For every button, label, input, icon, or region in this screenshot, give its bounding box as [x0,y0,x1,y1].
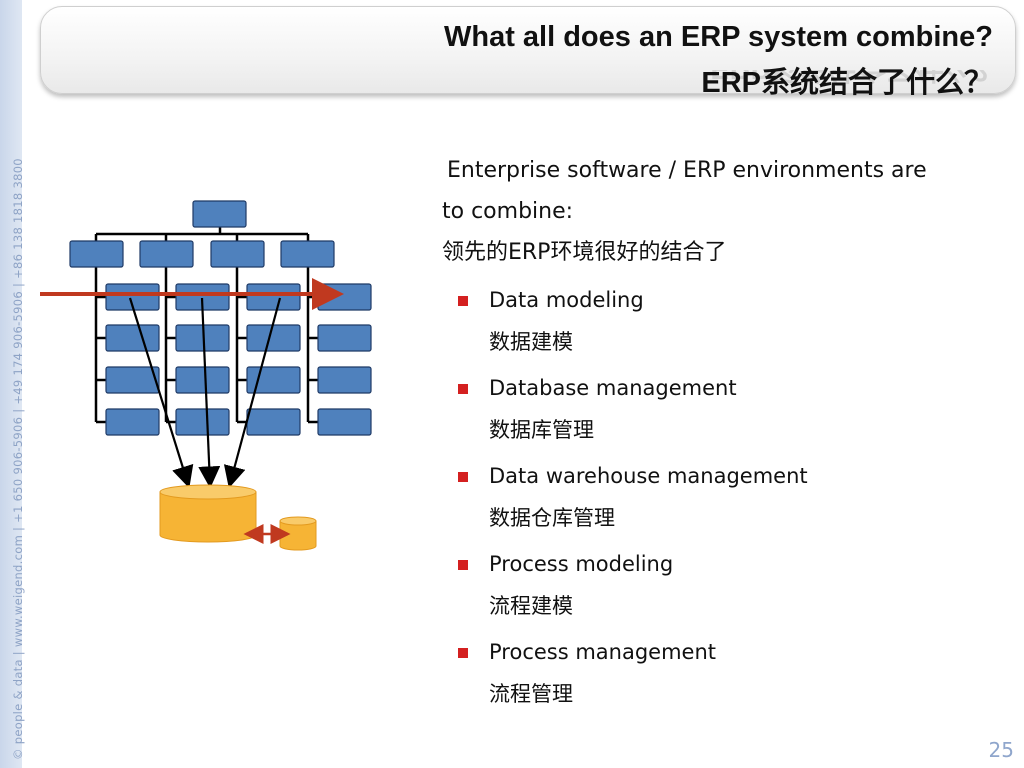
bullet-label: Process management [489,640,717,664]
sub-box [105,366,160,394]
red-square-bullet-icon [458,560,468,570]
data-flow-arrows [128,297,282,489]
sub-box [105,324,160,352]
bullet-label-chinese: 数据仓库管理 [489,506,615,530]
intro-line-1: Enterprise software / ERP environments a… [447,158,927,183]
sub-box [317,366,372,394]
page-title-chinese: ERP系统结合了什么？ [701,67,993,99]
root-box [192,200,247,228]
side-strip: © people & data | www.weigend.com | +1 6… [0,0,25,768]
list-item: Data warehouse management 数据仓库管理 [458,464,998,552]
level1-box [139,240,194,268]
sub-box [317,283,372,311]
database-icon [159,484,257,543]
level1-box [280,240,335,268]
red-square-bullet-icon [458,648,468,658]
bullet-label-chinese: 流程管理 [489,682,573,706]
bullet-label-chinese: 数据建模 [489,330,573,354]
bullet-label: Process modeling [489,552,674,576]
bullet-label: Data warehouse management [489,464,808,488]
title-banner: What all does an ERP system combine? ERP… [40,6,1016,99]
sub-box [175,408,230,436]
level1-box [69,240,124,268]
page-title: What all does an ERP system combine? [443,21,993,53]
sub-box [175,366,230,394]
sub-box [105,283,160,311]
contact-strip-text: © people & data | www.weigend.com | +1 6… [11,158,25,760]
red-square-bullet-icon [458,384,468,394]
sub-box [246,408,301,436]
bullet-label-chinese: 流程建模 [489,594,573,618]
bullet-label-chinese: 数据库管理 [489,418,594,442]
list-item: Data modeling 数据建模 [458,288,998,376]
tree-boxes [69,200,372,436]
erp-diagram [40,200,372,551]
intro-text: Enterprise software / ERP environments a… [442,150,1012,273]
red-square-bullet-icon [458,296,468,306]
sub-box [246,324,301,352]
list-item: Process modeling 流程建模 [458,552,998,640]
sub-box [246,283,301,311]
bullet-list: Data modeling 数据建模 Database management 数… [458,288,998,728]
sub-box [105,408,160,436]
sub-box [317,324,372,352]
list-item: Process management 流程管理 [458,640,998,728]
page-number: 25 [988,738,1014,762]
bullet-label: Data modeling [489,288,644,312]
title-reflection: ERP系统结合了什么？ [710,70,1002,92]
intro-line-2: to combine: [442,199,574,224]
list-item: Database management 数据库管理 [458,376,998,464]
sub-box [317,408,372,436]
level1-box [210,240,265,268]
bullet-label: Database management [489,376,737,400]
intro-line-3-chinese: 领先的ERP环境很好的结合了 [442,240,727,265]
red-square-bullet-icon [458,472,468,482]
